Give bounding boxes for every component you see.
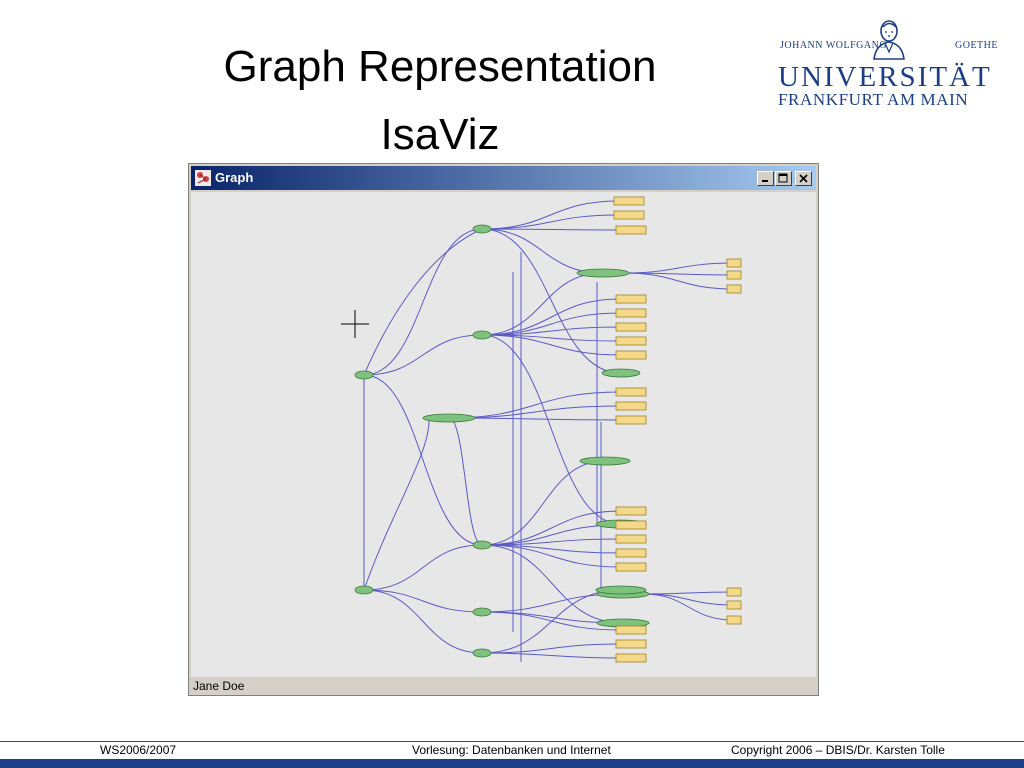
close-button[interactable] <box>795 171 812 186</box>
graph-edge <box>642 591 735 595</box>
literal-node <box>615 401 647 411</box>
resource-node <box>354 585 374 595</box>
graph-window: Graph Jane Doe <box>188 163 819 696</box>
slide-subtitle: IsaViz <box>380 110 500 159</box>
literal-node <box>726 600 742 610</box>
maximize-icon <box>778 173 788 183</box>
literal-node <box>615 294 647 304</box>
slide-title: Graph Representation <box>223 42 657 91</box>
isaviz-app-icon[interactable] <box>195 170 211 186</box>
minimize-icon <box>762 180 768 182</box>
graph-edge <box>448 417 483 546</box>
close-icon <box>799 174 808 183</box>
literal-node <box>615 387 647 397</box>
resource-node <box>472 607 492 617</box>
graph-edge <box>363 589 483 654</box>
resource-node <box>601 368 641 378</box>
graph-edge <box>481 312 622 336</box>
graph-edge <box>642 593 735 621</box>
graph-edge <box>481 228 604 274</box>
graph-edge <box>481 643 622 654</box>
graph-edge <box>481 200 620 230</box>
footer-semester: WS2006/2007 <box>100 743 177 757</box>
university-logo: JOHANN WOLFGANG GOETHE UNIVERSITÄT FRANK… <box>778 18 1000 110</box>
literal-node <box>615 225 647 235</box>
graph-canvas[interactable] <box>191 192 816 677</box>
minimize-button[interactable] <box>757 171 774 186</box>
footer-divider <box>0 741 1024 742</box>
graph-edge <box>363 417 430 591</box>
graph-edge <box>448 405 622 419</box>
literal-node <box>726 258 742 268</box>
graph-edge <box>481 334 622 356</box>
window-titlebar[interactable]: Graph <box>191 166 816 190</box>
resource-node <box>472 330 492 340</box>
literal-node <box>615 639 647 649</box>
status-bar: Jane Doe <box>191 677 816 695</box>
literal-node <box>615 322 647 332</box>
literal-node <box>726 587 742 597</box>
resource-node <box>579 456 631 466</box>
graph-edge <box>363 544 483 591</box>
graph-edge <box>363 228 483 376</box>
footer-copyright: Copyright 2006 – DBIS/Dr. Karsten Tolle <box>731 743 945 757</box>
graph-edge <box>481 544 624 624</box>
literal-node <box>726 270 742 280</box>
graph-edge <box>448 417 622 421</box>
literal-node <box>615 336 647 346</box>
graph-edge <box>481 510 622 546</box>
logo-city: FRANKFURT AM MAIN <box>778 90 969 109</box>
resource-node <box>472 648 492 658</box>
footer-course: Vorlesung: Datenbanken und Internet <box>412 743 611 757</box>
literal-node <box>615 562 647 572</box>
literal-node <box>726 284 742 294</box>
resource-node <box>472 224 492 234</box>
graph-edge <box>481 538 622 546</box>
graph-edge <box>448 391 622 419</box>
graph-edge <box>642 593 735 606</box>
logo-text-right: GOETHE <box>955 40 998 51</box>
resource-node <box>472 540 492 550</box>
literal-node <box>615 625 647 635</box>
literal-node <box>613 210 645 220</box>
graph-edge <box>622 262 735 274</box>
resource-node <box>576 268 630 278</box>
graph-edge <box>363 228 483 376</box>
literal-node <box>615 548 647 558</box>
literal-node <box>615 415 647 425</box>
literal-node <box>615 350 647 360</box>
crosshair-cursor-icon <box>341 310 369 338</box>
graph-edge <box>481 544 622 568</box>
resource-node <box>595 585 647 595</box>
rdf-graph[interactable] <box>191 192 816 677</box>
literal-node <box>615 506 647 516</box>
goethe-bust-icon <box>873 20 905 60</box>
literal-node <box>615 520 647 530</box>
window-title: Graph <box>215 170 254 185</box>
graph-edge <box>363 589 483 613</box>
graph-edge <box>481 326 622 336</box>
graph-edge <box>481 298 622 336</box>
maximize-button[interactable] <box>775 171 792 186</box>
literal-node <box>615 534 647 544</box>
logo-text-left: JOHANN WOLFGANG <box>780 40 888 51</box>
resource-node <box>422 413 476 423</box>
literal-node <box>613 196 645 206</box>
graph-edge <box>481 228 622 231</box>
graph-edge <box>481 214 620 230</box>
literal-node <box>615 308 647 318</box>
graph-edge <box>363 334 483 376</box>
resource-node <box>354 370 374 380</box>
graph-edge <box>481 334 622 525</box>
graph-edge <box>363 374 483 546</box>
graph-edge <box>481 460 606 546</box>
graph-edge <box>622 272 735 290</box>
logo-university: UNIVERSITÄT <box>778 61 992 93</box>
footer-bar <box>0 759 1024 768</box>
literal-node <box>726 615 742 625</box>
graph-edge <box>481 228 622 374</box>
graph-edge <box>481 652 622 659</box>
literal-node <box>615 653 647 663</box>
